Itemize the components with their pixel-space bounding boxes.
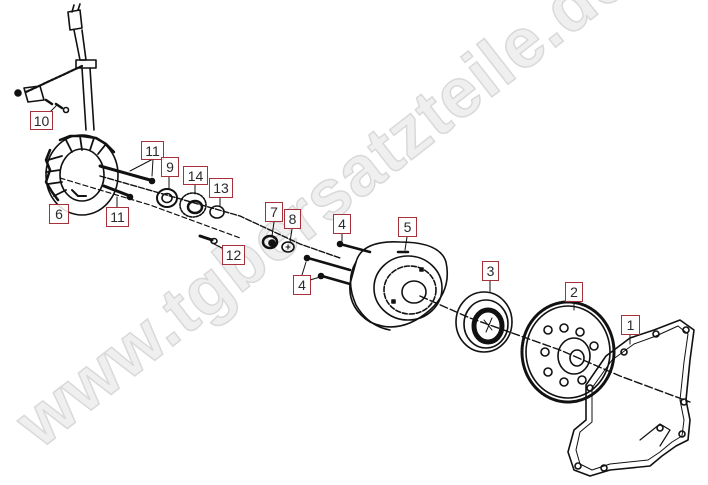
callout-11-top[interactable]: 11 [141,141,164,160]
callout-4-bottom[interactable]: 4 [293,275,311,295]
connector-harness [67,3,97,131]
flywheel-bolts [301,233,372,286]
starter-driven-gear [520,300,616,404]
callout-2[interactable]: 2 [565,282,583,302]
callout-7[interactable]: 7 [265,202,283,222]
callout-8[interactable]: 8 [284,209,301,229]
pickup-bracket [14,64,84,114]
gear-14 [179,184,207,218]
callout-12[interactable]: 12 [222,245,245,265]
callout-5[interactable]: 5 [398,217,417,237]
callout-11-bottom[interactable]: 11 [106,207,129,227]
bearing-9 [156,176,178,208]
callout-3[interactable]: 3 [482,261,499,281]
nut-washer [261,221,295,253]
dowel-12 [198,234,223,249]
cover-gasket [567,319,695,477]
callout-9[interactable]: 9 [161,157,179,177]
callout-1[interactable]: 1 [621,315,640,335]
stator-coil [44,134,119,216]
one-way-clutch [455,280,513,353]
callout-14[interactable]: 14 [183,166,208,185]
circlip-13 [209,197,225,219]
callout-4-top[interactable]: 4 [333,214,351,234]
callout-6[interactable]: 6 [49,204,69,224]
stator-bolts [98,158,156,208]
callout-10[interactable]: 10 [30,111,53,130]
axis-line [99,175,341,259]
callout-13[interactable]: 13 [209,178,233,198]
flywheel-rotor [349,236,449,331]
